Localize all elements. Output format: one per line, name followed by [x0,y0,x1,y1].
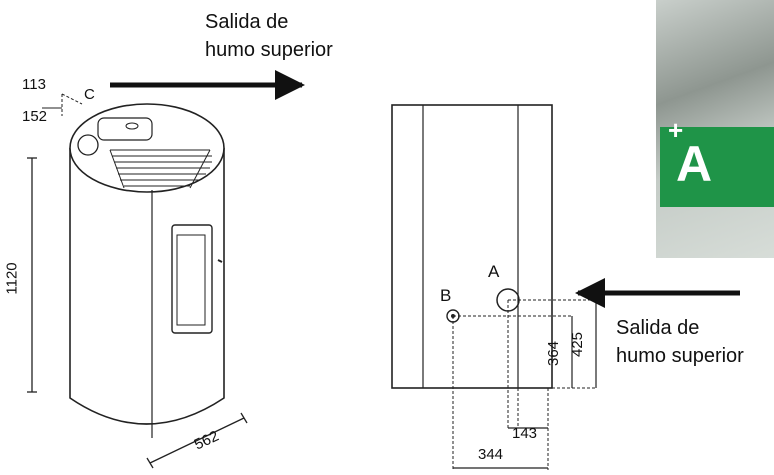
energy-class-letter: A [676,136,713,192]
energy-class-badge: A+ [660,115,774,207]
dim-143: 143 [512,425,538,442]
stove-body [69,148,225,425]
stove-top [69,103,225,193]
label-outlet-b: B [440,286,452,305]
label-outlet-a: A [488,262,500,281]
dim-113: 113 [22,76,46,93]
stove-front-view [27,93,248,469]
dim-344: 344 [478,446,504,463]
dim-1120: 1120 [3,262,21,295]
flue-outlet-c [77,134,99,156]
stove-rear-view [391,104,597,470]
dim-425: 425 [569,331,587,358]
lid-knob [125,122,139,130]
top-grill [109,149,212,189]
label-outlet-c: C [84,86,95,103]
rear-outline [391,104,553,389]
top-flue-label: Salida de humo superior [205,11,333,61]
dim-152: 152 [22,108,48,125]
top-lid [97,117,153,141]
side-flue-label: Salida de humo superior [616,317,744,367]
dim-364: 364 [545,340,563,367]
stove-door-window [171,224,213,334]
energy-class-plus: + [668,115,684,146]
